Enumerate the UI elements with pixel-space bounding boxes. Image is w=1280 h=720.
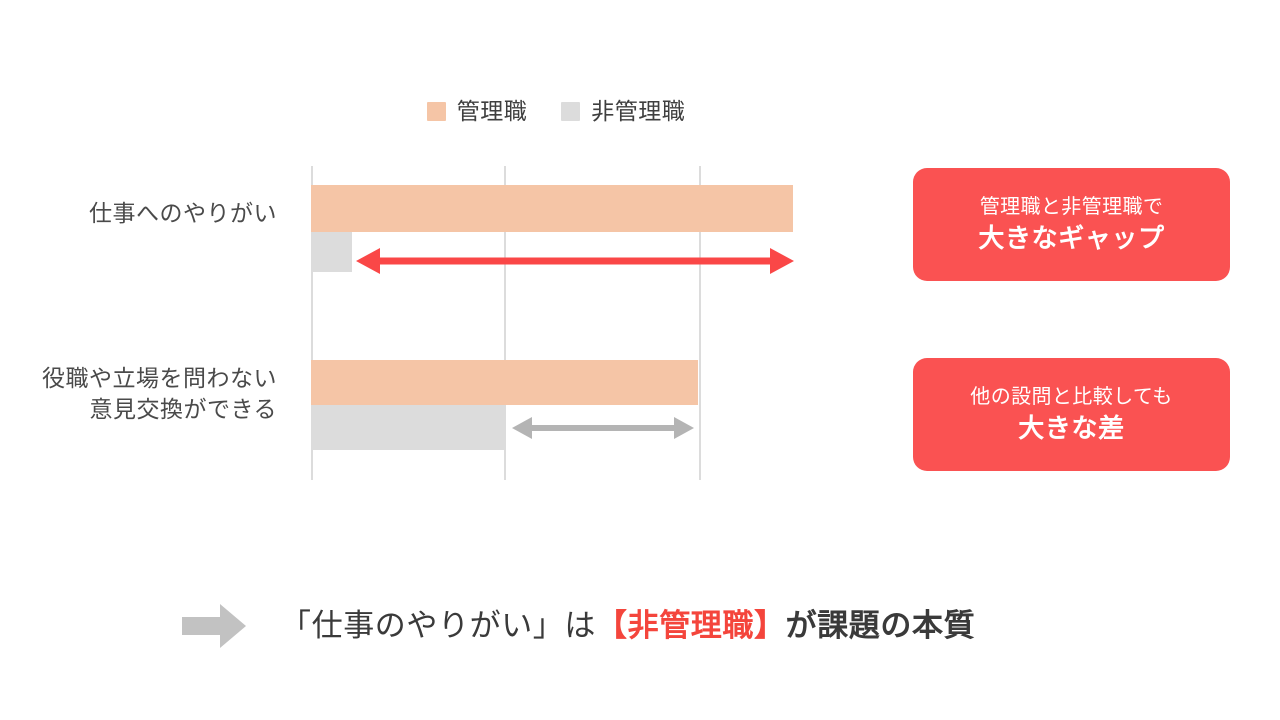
bar-nonmanager-work-fulfillment xyxy=(311,232,352,272)
callout-gap-line1: 管理職と非管理職で xyxy=(979,196,1164,219)
conclusion-part2: が課題の本質 xyxy=(785,607,976,643)
callout-difference-badge: 他の設問と比較しても 大きな差 xyxy=(913,358,1230,471)
legend-entry-nonmanager: 非管理職 xyxy=(561,100,685,123)
bar-chart-plot-area xyxy=(311,166,794,480)
gap-arrow-open-discussion xyxy=(512,417,694,439)
callout-gap-badge: 管理職と非管理職で 大きなギャップ xyxy=(913,168,1230,281)
legend-entry-manager: 管理職 xyxy=(426,98,528,124)
bar-manager-work-fulfillment xyxy=(311,185,793,232)
category-label-open-discussion: 役職や立場を問わない 意見交換ができる xyxy=(42,365,277,423)
conclusion-text: 「仕事のやりがい」は【非管理職】が課題の本質 xyxy=(280,607,975,646)
chart-legend: 管理職 非管理職 xyxy=(311,100,801,123)
bar-nonmanager-open-discussion xyxy=(311,405,504,450)
gridline-0 xyxy=(311,166,313,480)
gap-arrow-work-fulfillment xyxy=(356,248,794,274)
gridline-2 xyxy=(699,166,701,480)
category-label-work-fulfillment: 仕事へのやりがい xyxy=(89,200,277,226)
callout-difference-line2: 大きな差 xyxy=(1018,413,1125,444)
square-swatch-icon xyxy=(561,102,581,121)
callout-difference-line1: 他の設問と比較しても xyxy=(970,386,1173,409)
legend-label-manager: 管理職 xyxy=(456,98,528,124)
conclusion-part1: 「仕事のやりがい」は xyxy=(280,607,596,643)
callout-gap-line2: 大きなギャップ xyxy=(978,223,1165,254)
conclusion-row: 「仕事のやりがい」は【非管理職】が課題の本質 xyxy=(182,604,975,648)
square-swatch-icon xyxy=(426,102,446,121)
conclusion-highlight: 【非管理職】 xyxy=(596,607,786,643)
legend-label-nonmanager: 非管理職 xyxy=(591,98,686,124)
bar-manager-open-discussion xyxy=(311,360,698,405)
gridline-1 xyxy=(504,166,506,480)
right-arrow-icon xyxy=(182,604,246,648)
